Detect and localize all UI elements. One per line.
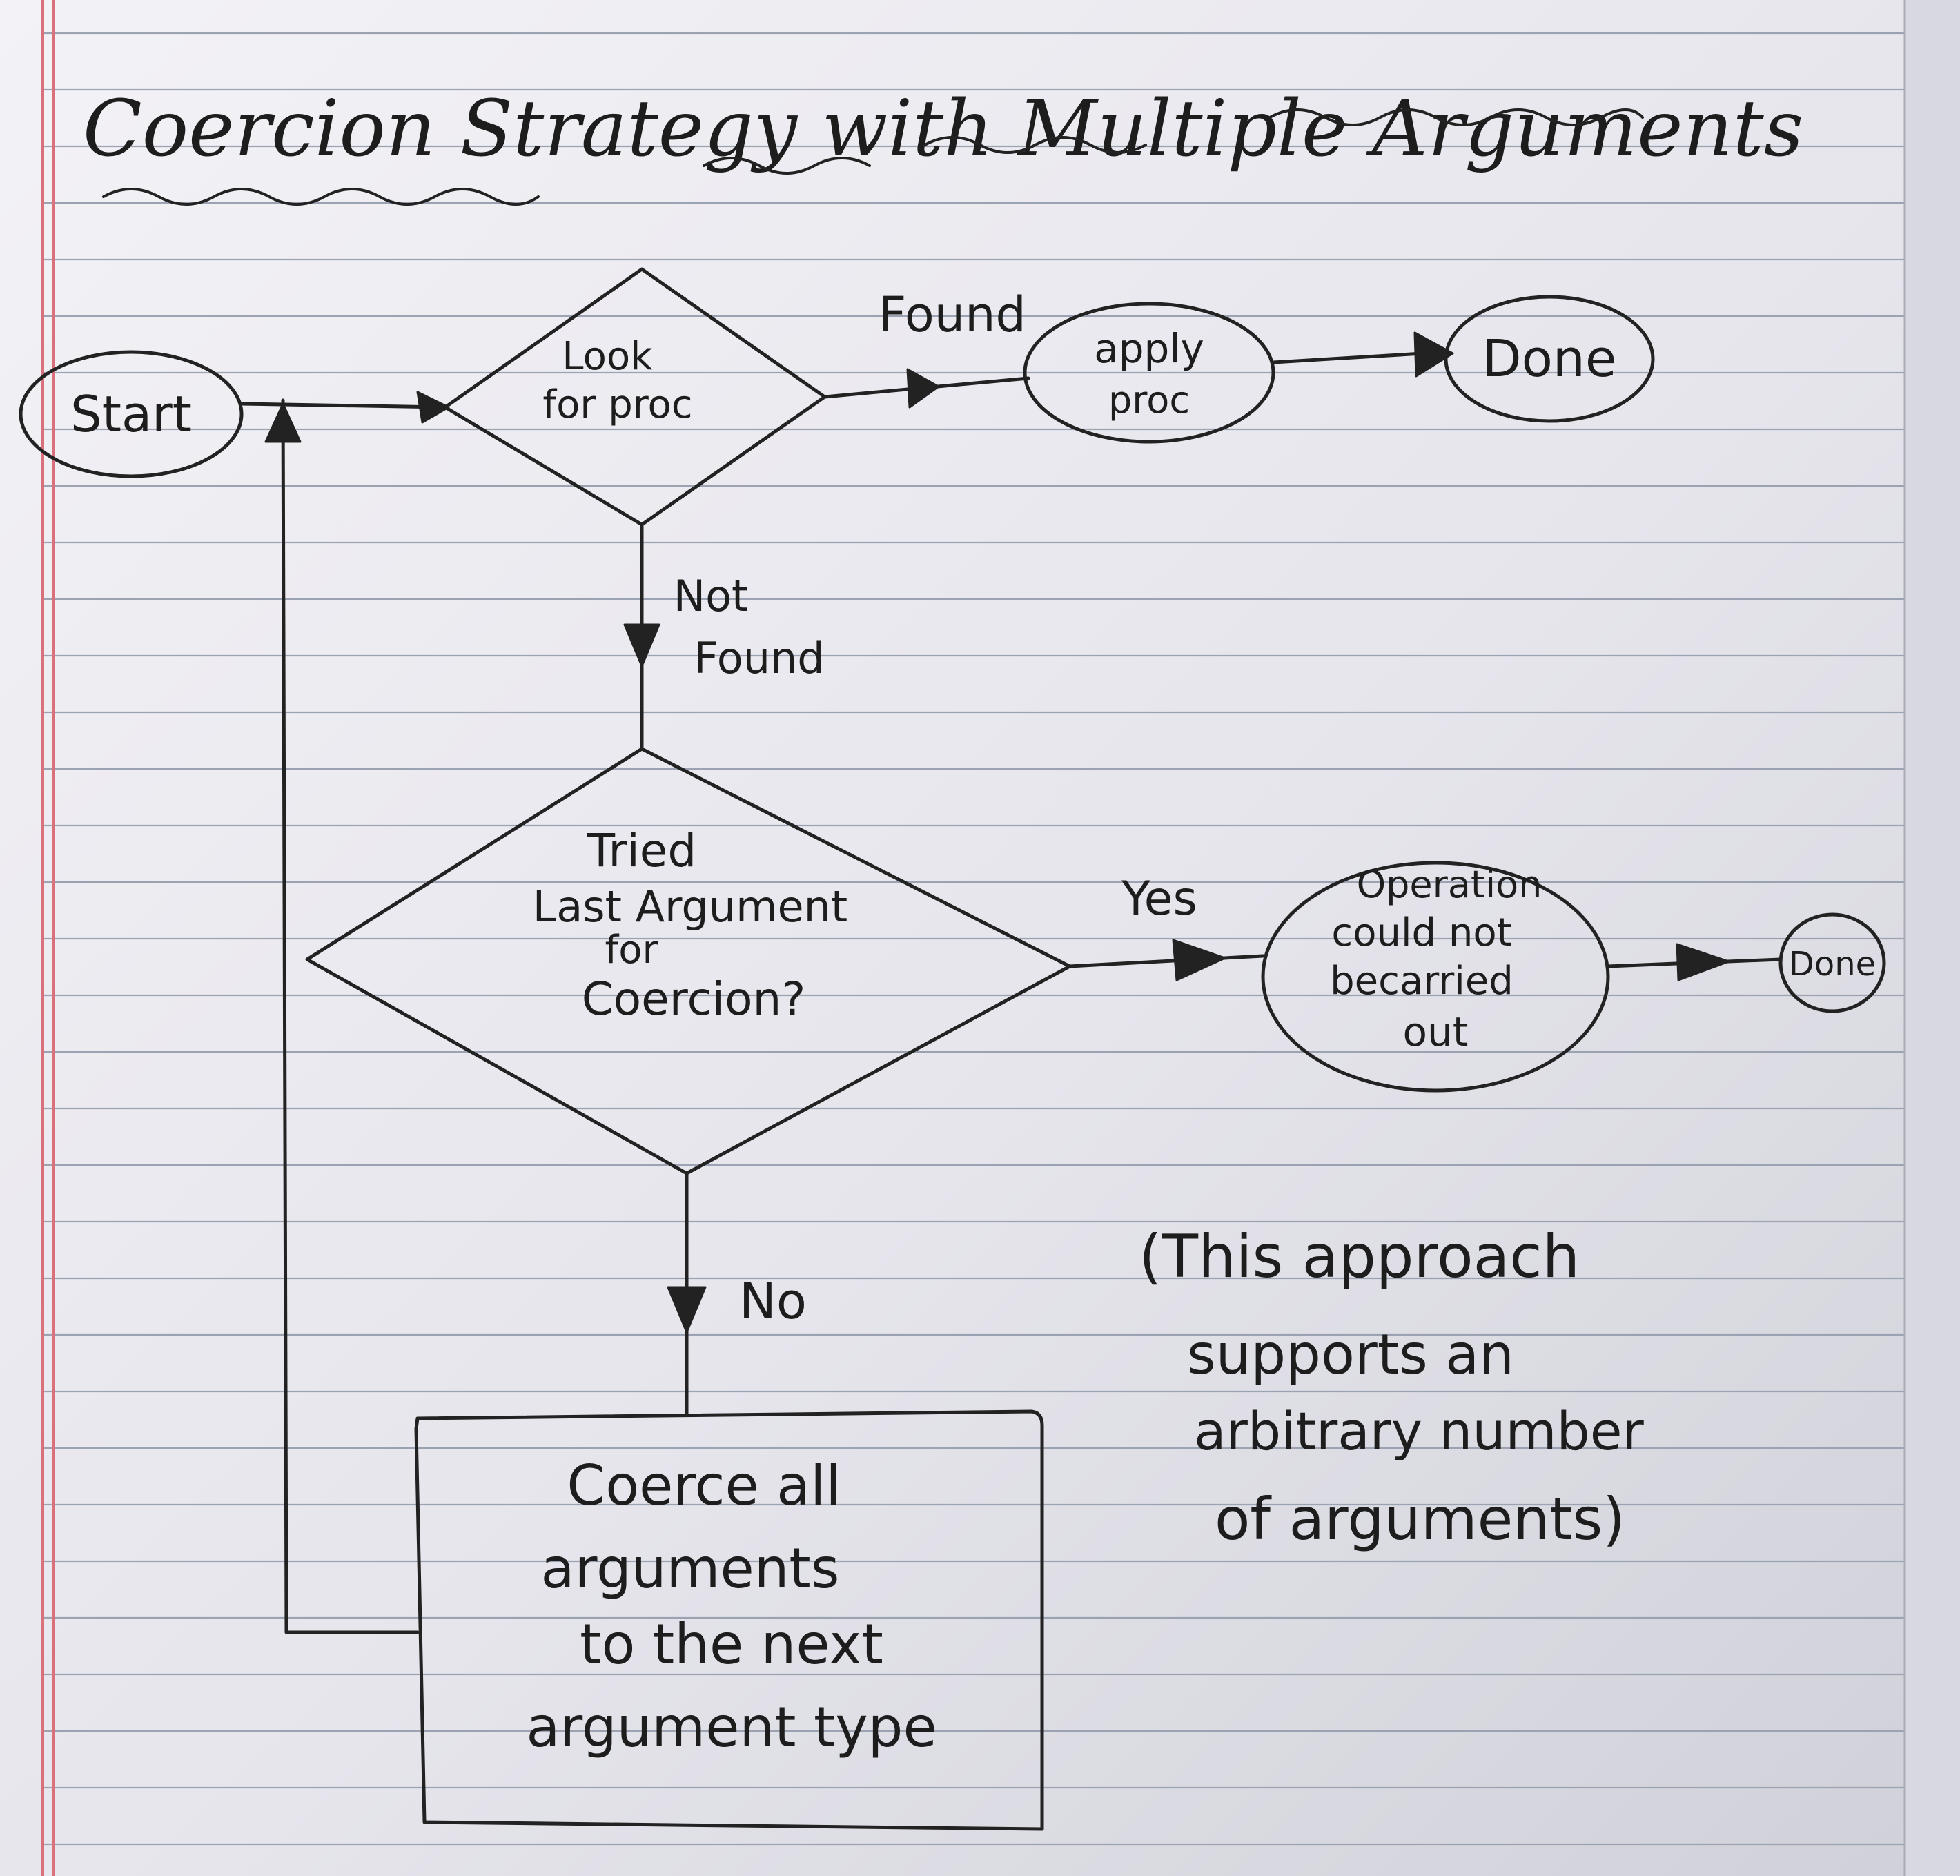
- done-top-node: Done: [1444, 295, 1655, 423]
- edge-start-to-look: [239, 391, 450, 424]
- operation-failed-node: Operation could not becarried out: [1261, 861, 1610, 1093]
- title-underline-3: [923, 136, 1147, 154]
- edge-tried-to-coerce: No: [667, 1171, 807, 1417]
- not-found-label-2: Found: [694, 633, 824, 683]
- edge-look-to-apply: Found: [823, 286, 1030, 409]
- apply-proc-label-1: apply: [1094, 325, 1204, 372]
- not-found-label-1: Not: [674, 571, 749, 621]
- look-for-proc-label-2: for proc: [542, 382, 692, 427]
- page-title: Coercion Strategy with Multiple Argument…: [83, 84, 1803, 174]
- title-underline-2: [703, 157, 871, 175]
- ruled-lines: [41, 0, 1960, 1876]
- operation-label-1: Operation: [1357, 863, 1542, 906]
- yes-label: Yes: [1121, 872, 1197, 926]
- done-bottom-node: Done: [1778, 912, 1886, 1013]
- operation-label-4: out: [1403, 1008, 1469, 1055]
- coerce-label-1: Coerce all: [567, 1454, 841, 1518]
- tried-last-label-1: Tried: [587, 824, 697, 877]
- start-label: Start: [70, 385, 192, 443]
- done-top-label: Done: [1482, 329, 1617, 389]
- title-underline-4: [1268, 108, 1644, 126]
- edge-look-to-tried: Not Found: [623, 522, 825, 751]
- look-for-proc-node: Look for proc: [443, 267, 827, 527]
- note-line-2: supports an: [1187, 1322, 1514, 1387]
- no-label: No: [739, 1272, 807, 1330]
- tried-last-label-3: for: [605, 928, 659, 973]
- note-line-3: arbitrary number: [1194, 1400, 1645, 1462]
- operation-label-3: becarried: [1330, 959, 1513, 1004]
- tried-last-label-4: Coercion?: [582, 973, 806, 1026]
- tried-last-label-2: Last Argument: [533, 881, 847, 932]
- done-bottom-label: Done: [1789, 945, 1876, 984]
- found-label: Found: [879, 286, 1026, 343]
- coerce-label-4: argument type: [526, 1695, 937, 1759]
- edge-coerce-back-to-start: [264, 398, 420, 1634]
- title-group: Coercion Strategy with Multiple Argument…: [83, 84, 1803, 206]
- note-line-4: of arguments): [1215, 1485, 1625, 1553]
- apply-proc-node: apply proc: [1023, 302, 1275, 444]
- page-edge: [1905, 0, 1960, 1876]
- edge-apply-to-done: [1271, 331, 1454, 378]
- look-for-proc-label-1: Look: [562, 334, 653, 379]
- side-note: (This approach supports an arbitrary num…: [1139, 1222, 1645, 1553]
- note-line-1: (This approach: [1139, 1222, 1580, 1291]
- title-underline-1: [102, 188, 540, 206]
- coerce-label-2: arguments: [541, 1536, 840, 1601]
- apply-proc-label-2: proc: [1108, 378, 1190, 422]
- edge-tried-to-operation: Yes: [1068, 872, 1265, 981]
- operation-label-2: could not: [1331, 910, 1511, 955]
- start-node: Start: [19, 350, 244, 478]
- coerce-label-3: to the next: [580, 1612, 883, 1677]
- edge-operation-to-done: [1606, 943, 1783, 981]
- coerce-all-node: Coerce all arguments to the next argumen…: [414, 1409, 1044, 1831]
